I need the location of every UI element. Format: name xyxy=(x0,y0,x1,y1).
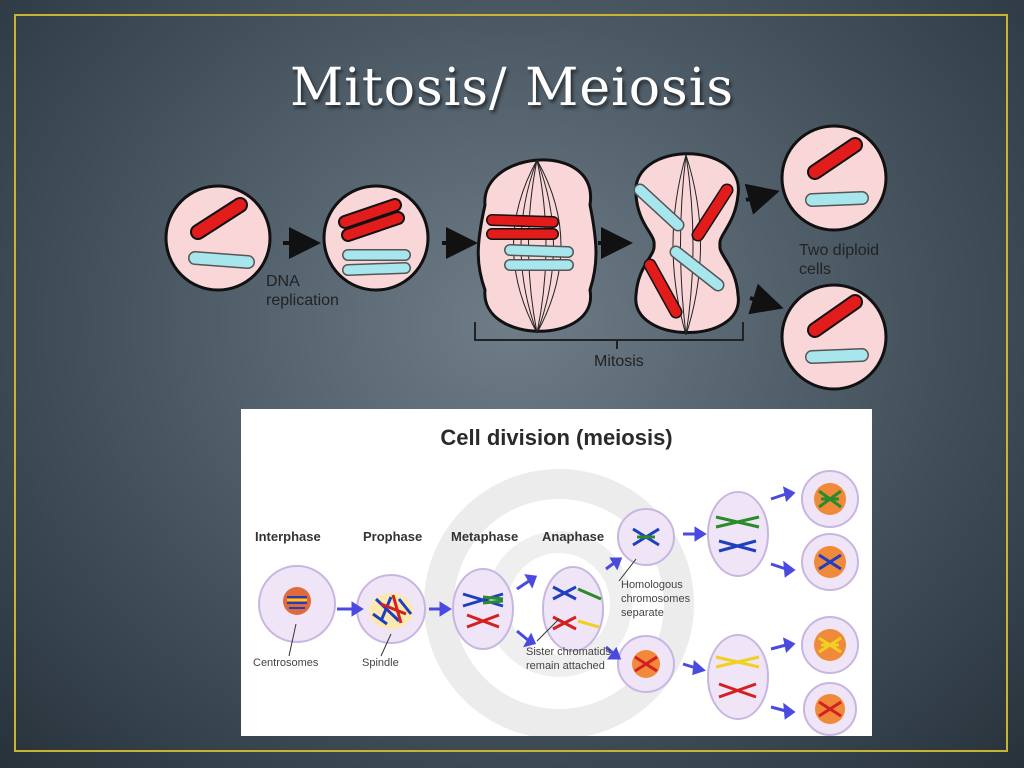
arrow-to-daughter-top xyxy=(744,183,780,215)
daughter-cell-bottom xyxy=(780,283,888,391)
meiosis-image: Cell division (meiosis) Interphase Proph… xyxy=(241,409,872,736)
cell-initial xyxy=(164,184,272,292)
slide-border xyxy=(14,14,1008,752)
note-centrosomes: Centrosomes xyxy=(253,657,319,669)
two-diploid-cells-label: Two diploid cells xyxy=(799,242,880,278)
note-sister: Sister chromatids remain attached xyxy=(526,646,611,672)
meiosis-title: Cell division (meiosis) xyxy=(440,425,673,450)
stage-metaphase: Metaphase xyxy=(451,529,519,544)
cell-replicated xyxy=(322,184,430,292)
note-spindle: Spindle xyxy=(362,657,399,669)
mitosis-bracket xyxy=(474,322,744,349)
meiosis-illustration xyxy=(258,469,859,736)
cell-metaphase xyxy=(476,158,598,334)
mitosis-label: Mitosis xyxy=(594,353,644,370)
cell-anaphase xyxy=(633,152,740,336)
arrow-to-daughter-bottom xyxy=(748,283,784,315)
stage-prophase: Prophase xyxy=(363,529,423,544)
note-homologous: Homologous chromosomes separate xyxy=(621,579,691,619)
dna-replication-label: DNA replication xyxy=(266,273,339,309)
mitosis-diagram xyxy=(164,124,888,391)
daughter-cell-top xyxy=(780,124,888,232)
stage-anaphase: Anaphase xyxy=(542,529,605,544)
stage-interphase: Interphase xyxy=(255,529,321,544)
slide-title: Mitosis/ Meiosis xyxy=(289,58,735,118)
